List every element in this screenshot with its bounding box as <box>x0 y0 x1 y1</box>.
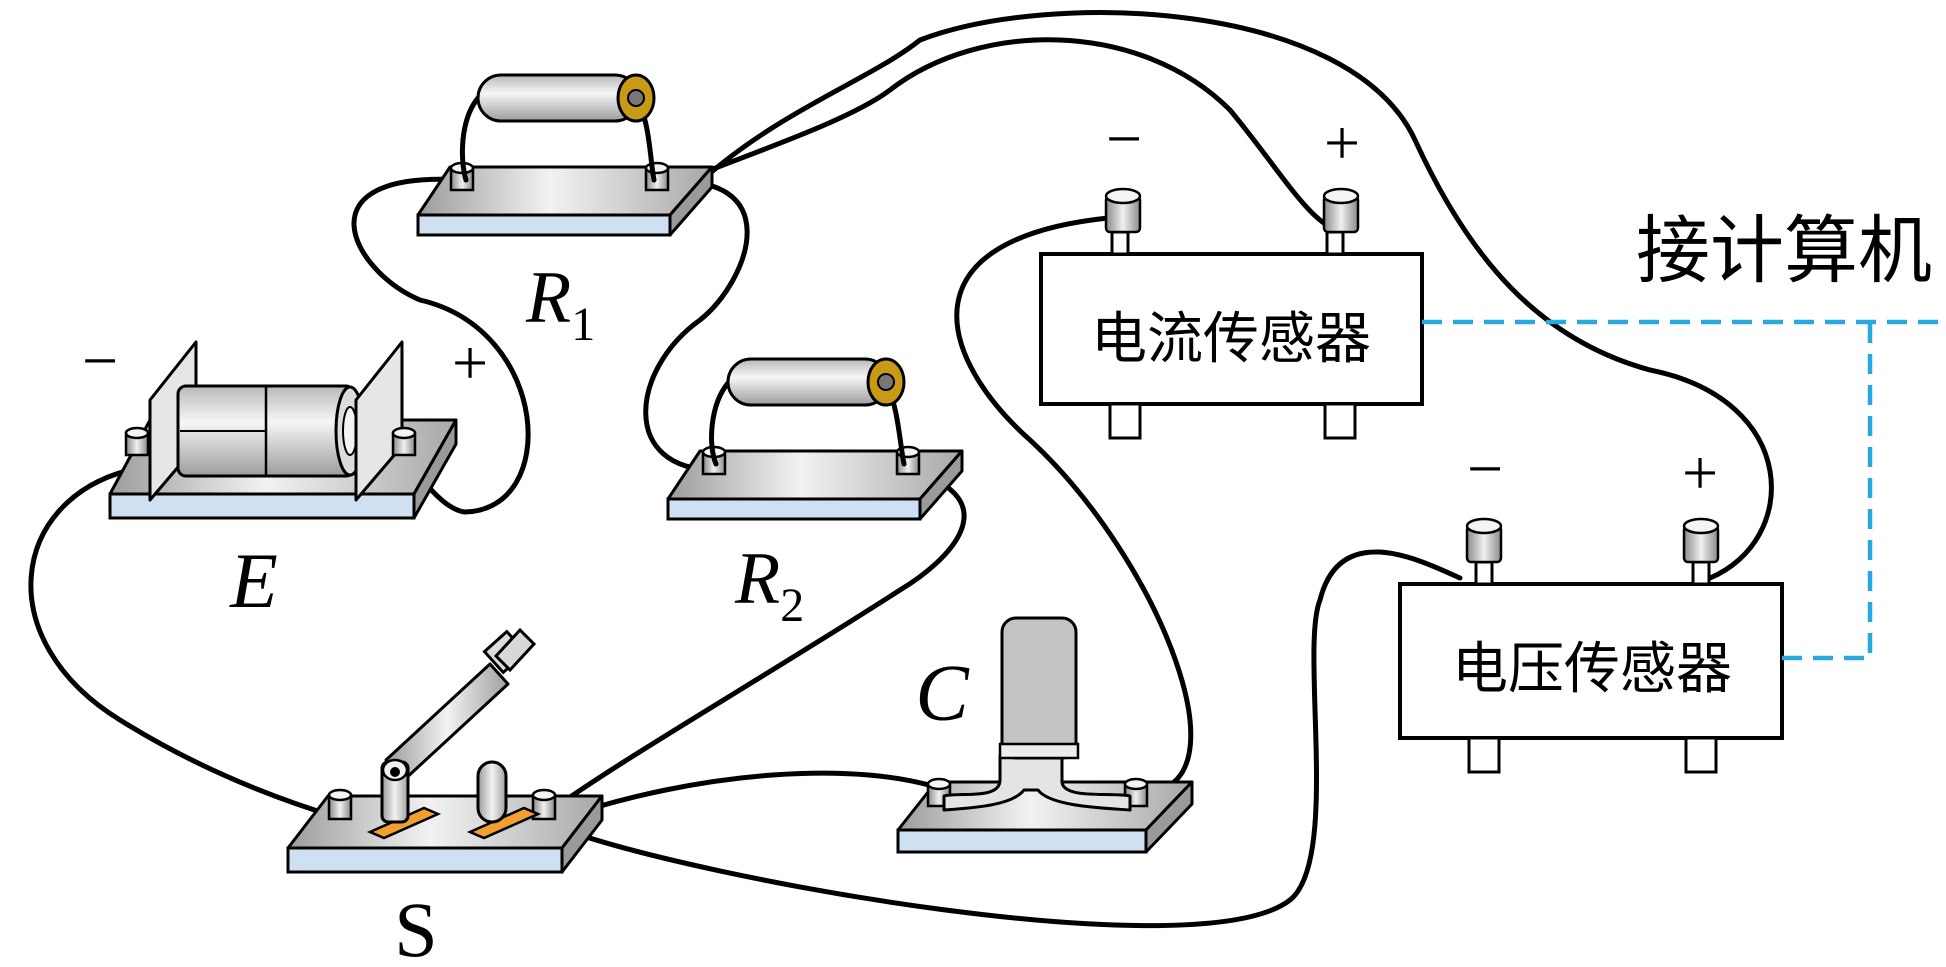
current-sensor: 电流传感器 − + <box>1039 103 1424 440</box>
switch-label: S <box>394 886 437 967</box>
wire-switch-to-capacitor <box>553 770 948 823</box>
current-sensor-minus-sign: − <box>1106 103 1142 174</box>
battery-minus-sign: − <box>82 325 118 396</box>
wire-r1-right-to-voltage-plus <box>697 10 1774 581</box>
r2-label: R2 <box>734 538 804 632</box>
wire-switch-to-voltage-minus <box>557 549 1463 929</box>
switch-s <box>286 627 604 874</box>
wire-r1-right-to-r2-left <box>643 178 750 473</box>
current-sensor-box <box>1039 252 1424 406</box>
voltage-sensor-plus-sign: + <box>1682 437 1718 508</box>
wire-current-minus-to-capacitor <box>954 215 1194 795</box>
resistor-r2 <box>666 357 964 521</box>
resistor-r1 <box>416 73 714 237</box>
wire-r1-left-to-battery-plus <box>351 176 531 515</box>
capacitor-label: C <box>915 650 970 738</box>
data-line: 接计算机 <box>1422 208 1946 661</box>
battery-plus-sign: + <box>452 327 488 398</box>
current-sensor-plus-sign: + <box>1324 107 1360 178</box>
voltage-sensor-minus-sign: − <box>1467 433 1503 504</box>
r1-label: R1 <box>525 257 595 351</box>
computer-label: 接计算机 <box>1636 208 1932 294</box>
battery-e <box>108 340 458 520</box>
capacitor-c <box>896 616 1194 854</box>
voltage-sensor-label: 电压传感器 <box>1452 637 1732 702</box>
wire-r1-right-to-current-plus <box>687 37 1345 235</box>
wires <box>28 10 1774 929</box>
battery-label: E <box>229 537 278 624</box>
voltage-sensor: 电压传感器 − + <box>1398 433 1784 774</box>
voltage-sensor-box <box>1398 582 1784 740</box>
wire-r2-right-to-switch <box>543 467 967 817</box>
wire-battery-minus-to-switch <box>28 467 343 821</box>
component-labels: R1 R2 E C S − + <box>82 257 970 967</box>
voltage-sensor-data-line <box>1782 322 1873 661</box>
current-sensor-label: 电流传感器 <box>1091 307 1371 372</box>
